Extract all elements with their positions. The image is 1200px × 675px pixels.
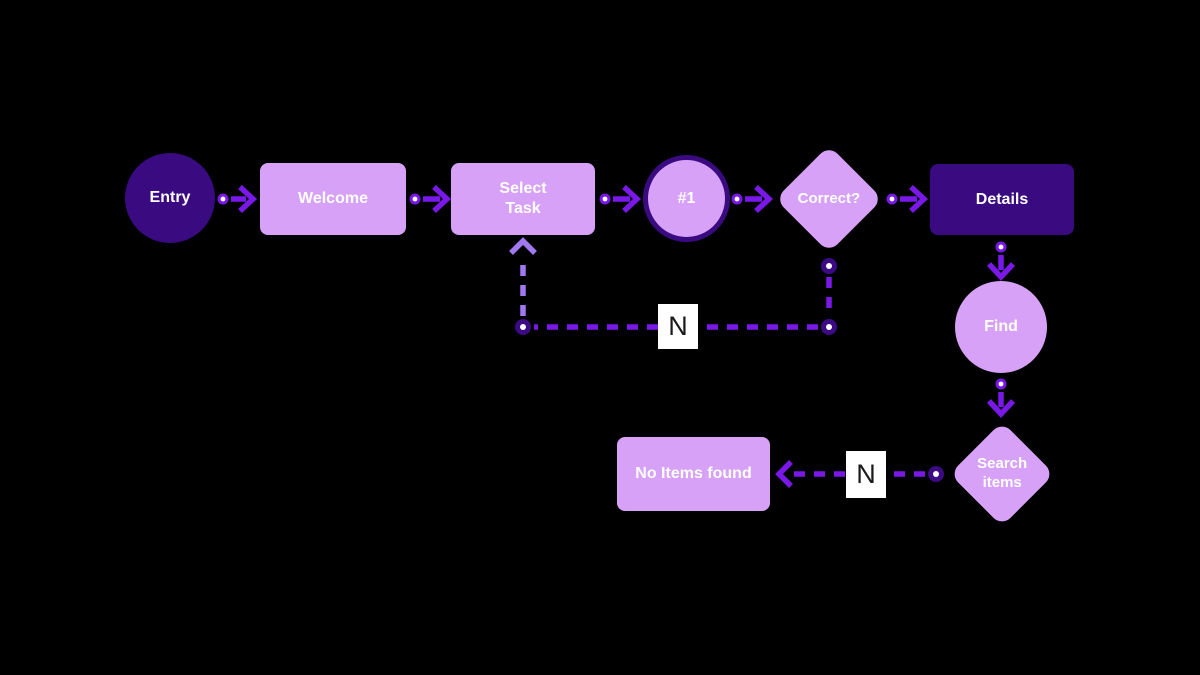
node-details: Details bbox=[930, 164, 1074, 235]
arrow-welcome-to-select-task bbox=[409, 184, 452, 214]
arrow-entry-to-welcome bbox=[217, 184, 258, 214]
dashed-edge-correct-no-dots bbox=[515, 258, 837, 335]
node-select-task: Select Task bbox=[451, 163, 595, 235]
node-select-task-label: Select Task bbox=[499, 180, 547, 217]
dashed-edge-correct-no-return bbox=[509, 237, 537, 316]
dashed-edge-search-no-dot bbox=[928, 466, 944, 482]
node-find: Find bbox=[955, 281, 1047, 373]
node-search-items-label: Search items bbox=[976, 455, 1028, 491]
arrow-select-task-to-step-1 bbox=[599, 184, 642, 214]
node-step-1: #1 bbox=[643, 155, 730, 242]
arrow-find-to-search-items bbox=[986, 378, 1016, 419]
node-entry: Entry bbox=[125, 153, 215, 243]
arrow-correct-to-details bbox=[886, 184, 929, 214]
edge-label-correct-no: N bbox=[658, 304, 698, 349]
node-welcome: Welcome bbox=[260, 163, 406, 235]
node-no-items-found: No Items found bbox=[617, 437, 770, 511]
arrow-details-to-find bbox=[986, 241, 1016, 282]
edge-label-search-no: N bbox=[846, 451, 886, 498]
node-correct-label: Correct? bbox=[797, 189, 861, 207]
arrow-step-1-to-correct bbox=[731, 184, 774, 214]
